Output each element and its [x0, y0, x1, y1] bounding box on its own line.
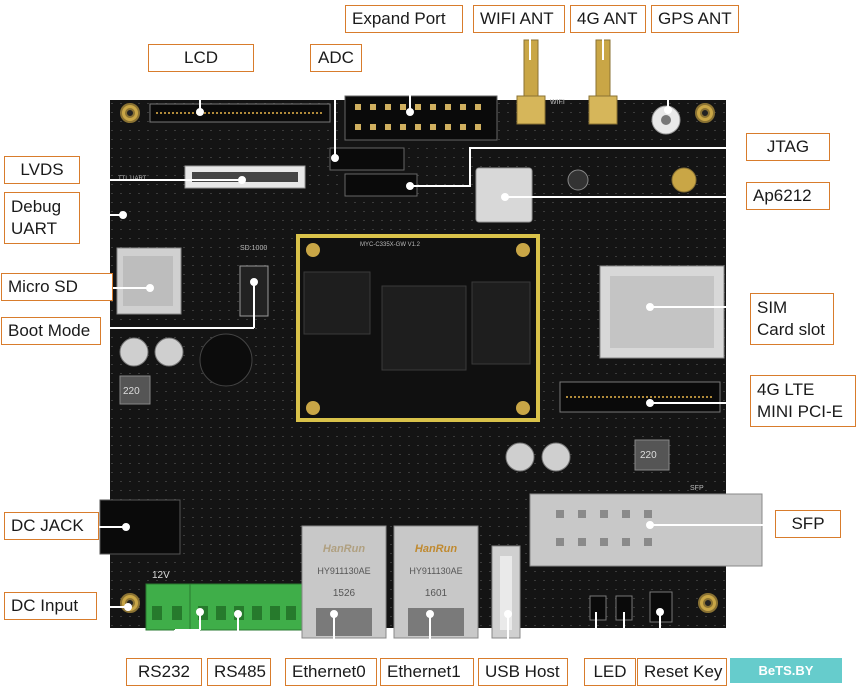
som-silk: MYC-C335X-GW V1.2: [360, 242, 421, 248]
label-4g-ant: 4G ANT: [570, 5, 646, 33]
label-wifi-ant: WIFI ANT: [473, 5, 565, 33]
label-sfp: SFP: [775, 510, 841, 538]
cap-value-2: 220: [640, 450, 657, 461]
label-lvds: LVDS: [4, 156, 80, 184]
rs232-rs485-terminal: [189, 583, 303, 631]
label-debug-uart: Debug UART: [4, 192, 80, 244]
jack-code-1: 1601: [425, 588, 448, 599]
label-micro-sd: Micro SD: [1, 273, 113, 301]
jack-part-1: HY911130AE: [409, 566, 462, 576]
label-rs232: RS232: [126, 658, 202, 686]
sfp-silk: SFP: [690, 485, 704, 492]
watermark: BeTS.BY: [730, 658, 842, 683]
label-ethernet0: Ethernet0: [285, 658, 377, 686]
label-led: LED: [584, 658, 636, 686]
jack-code-0: 1526: [333, 588, 356, 599]
4g-antenna-connector: [588, 39, 618, 125]
label-4g-lte-pcie: 4G LTE MINI PCI-E: [750, 375, 856, 427]
label-ap6212: Ap6212: [746, 182, 830, 210]
sfp-cage: [529, 493, 763, 567]
jtag-leader: [406, 147, 746, 190]
label-usb-host: USB Host: [478, 658, 568, 686]
buzzer: [199, 333, 253, 387]
label-boot-mode: Boot Mode: [1, 317, 101, 345]
cap-value-1: 220: [123, 386, 140, 397]
label-dc-jack: DC JACK: [4, 512, 99, 540]
capacitors: [119, 337, 670, 472]
label-reset-key: Reset Key: [637, 658, 727, 686]
adc-header: [329, 147, 405, 171]
expand-port-header: [344, 95, 498, 141]
jack-part-0: HY911130AE: [317, 566, 370, 576]
gps-antenna-connector: [651, 105, 697, 193]
label-dc-input: DC Input: [4, 592, 97, 620]
switch-silk: SD:1000: [240, 245, 267, 252]
led-1: [589, 595, 607, 621]
label-adc: ADC: [310, 44, 362, 72]
jack-brand-1: HanRun: [415, 543, 457, 555]
label-lcd: LCD: [148, 44, 254, 72]
cpu-chip: [381, 285, 467, 371]
label-jtag: JTAG: [746, 133, 830, 161]
wifi-antenna-connector: [516, 39, 546, 125]
jack-brand-0: HanRun: [323, 543, 365, 555]
mounting-holes: [120, 103, 718, 613]
dc-voltage-silk: 12V: [152, 570, 170, 581]
label-gps-ant: GPS ANT: [651, 5, 739, 33]
leader-lines: [69, 37, 775, 658]
label-rs485: RS485: [207, 658, 271, 686]
wifi-silk: WIFI: [550, 99, 565, 106]
label-sim-card: SIM Card slot: [750, 293, 834, 345]
label-expand-port: Expand Port: [345, 5, 463, 33]
label-ethernet1: Ethernet1: [380, 658, 474, 686]
